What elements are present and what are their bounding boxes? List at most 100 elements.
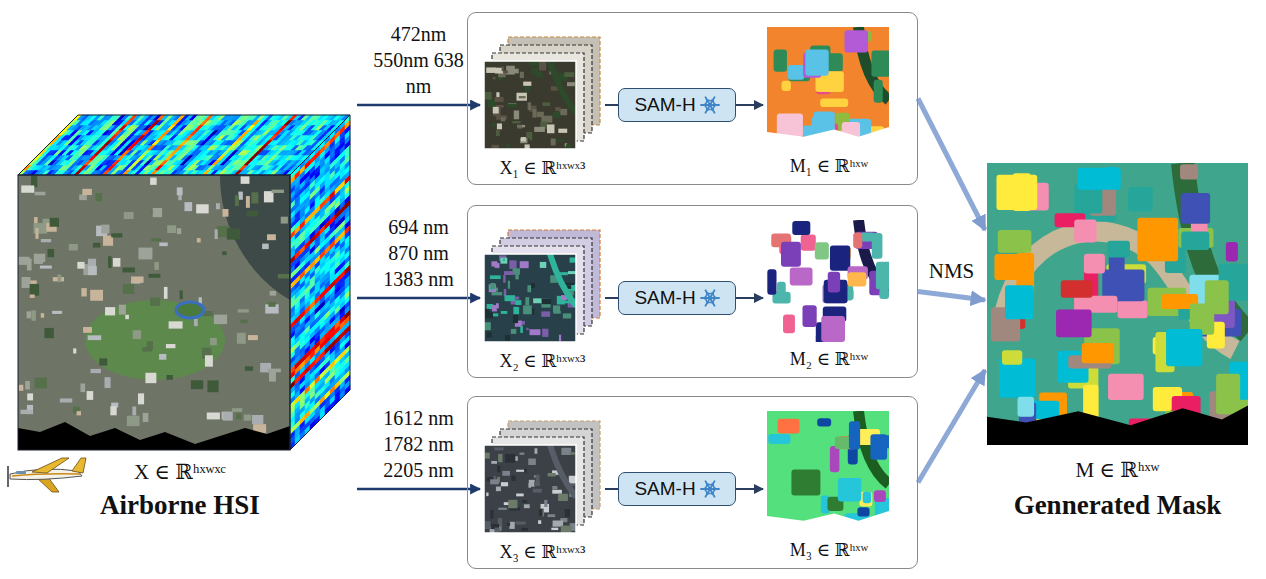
building	[25, 381, 30, 390]
image-detail	[520, 261, 529, 268]
building	[50, 218, 59, 227]
plane-wing	[32, 458, 69, 473]
image-detail	[528, 483, 531, 488]
building	[222, 209, 228, 217]
connector	[605, 488, 618, 490]
building	[132, 407, 136, 416]
band-image-stack: X₃ ∈ ℝʰˣʷˣ³	[480, 407, 605, 567]
building	[105, 377, 111, 388]
image-detail	[514, 110, 519, 119]
image-detail	[505, 295, 516, 301]
image-detail	[558, 494, 568, 501]
image-detail	[505, 335, 510, 341]
cube-edge	[18, 115, 350, 175]
image-detail	[568, 271, 576, 274]
band-image-stack: X₁ ∈ ℝʰˣʷˣ³	[480, 23, 605, 183]
plane-tail	[72, 458, 86, 473]
connector	[918, 292, 985, 301]
image-detail	[527, 285, 531, 292]
building	[149, 274, 161, 278]
image-detail	[529, 480, 535, 487]
image-detail	[552, 490, 562, 494]
band-stack-illustration	[480, 407, 605, 541]
image-detail	[520, 453, 525, 455]
building	[133, 330, 141, 339]
shape	[484, 61, 576, 149]
building	[207, 413, 220, 420]
building	[93, 243, 100, 248]
image-detail	[501, 482, 508, 486]
plane-window	[16, 471, 26, 474]
cube-edge	[18, 175, 290, 450]
image-detail	[495, 97, 504, 102]
building	[77, 411, 81, 415]
image-detail	[559, 335, 561, 341]
image-detail	[488, 98, 496, 107]
image-detail	[496, 130, 500, 136]
building	[248, 335, 258, 340]
image-detail	[529, 329, 540, 335]
building	[47, 249, 54, 257]
image-detail	[544, 500, 547, 507]
segment	[777, 282, 786, 303]
connector	[605, 104, 618, 106]
image-detail	[485, 521, 491, 529]
segment-map	[767, 27, 889, 149]
mask-image: M₂ ∈ ℝʰˣʷ	[763, 214, 895, 374]
building	[164, 287, 168, 299]
image-detail	[497, 123, 502, 129]
aerial-ground	[18, 175, 290, 450]
image-detail	[491, 461, 497, 464]
image-detail	[507, 523, 510, 526]
image-detail	[512, 121, 520, 123]
band-frame	[484, 61, 576, 149]
band-group-panel: X₂ ∈ ℝʰˣʷˣ³SAM-HM₂ ∈ ℝʰˣʷ	[467, 205, 918, 378]
image-detail	[539, 509, 544, 517]
image-detail	[515, 273, 518, 279]
building	[262, 244, 269, 249]
building	[19, 385, 23, 391]
image-detail	[570, 257, 576, 262]
segment	[790, 268, 813, 286]
building	[153, 208, 162, 217]
image-detail	[520, 326, 523, 333]
image-detail	[561, 526, 572, 533]
image-detail	[564, 72, 574, 77]
snowflake-branch	[710, 293, 714, 296]
building	[127, 416, 140, 426]
building	[124, 212, 134, 219]
image-detail	[501, 311, 507, 314]
cube-edge	[290, 115, 350, 450]
segment-background	[767, 27, 889, 149]
image-detail	[502, 471, 510, 476]
image-detail	[490, 510, 493, 518]
snowflake-branch	[706, 293, 710, 296]
building	[57, 275, 61, 283]
building	[207, 380, 218, 392]
building	[27, 259, 32, 271]
building	[214, 315, 227, 324]
image-detail	[535, 72, 542, 78]
building	[245, 366, 253, 371]
image-detail	[493, 107, 499, 114]
image-detail	[551, 138, 556, 145]
image-detail	[486, 493, 488, 497]
image-detail	[548, 473, 556, 476]
building	[113, 258, 120, 267]
building	[82, 189, 92, 195]
building	[122, 267, 135, 272]
node-text: M₂ ∈ ℝʰˣʷ	[763, 348, 895, 370]
segment	[871, 51, 889, 77]
building	[166, 375, 172, 380]
building	[244, 415, 252, 421]
image-detail	[560, 272, 568, 275]
building	[232, 408, 242, 412]
image-detail	[515, 297, 520, 300]
building	[110, 406, 116, 415]
image-detail	[538, 520, 541, 524]
building	[236, 414, 241, 420]
connector	[357, 297, 480, 300]
building	[151, 238, 161, 241]
building	[52, 311, 62, 314]
